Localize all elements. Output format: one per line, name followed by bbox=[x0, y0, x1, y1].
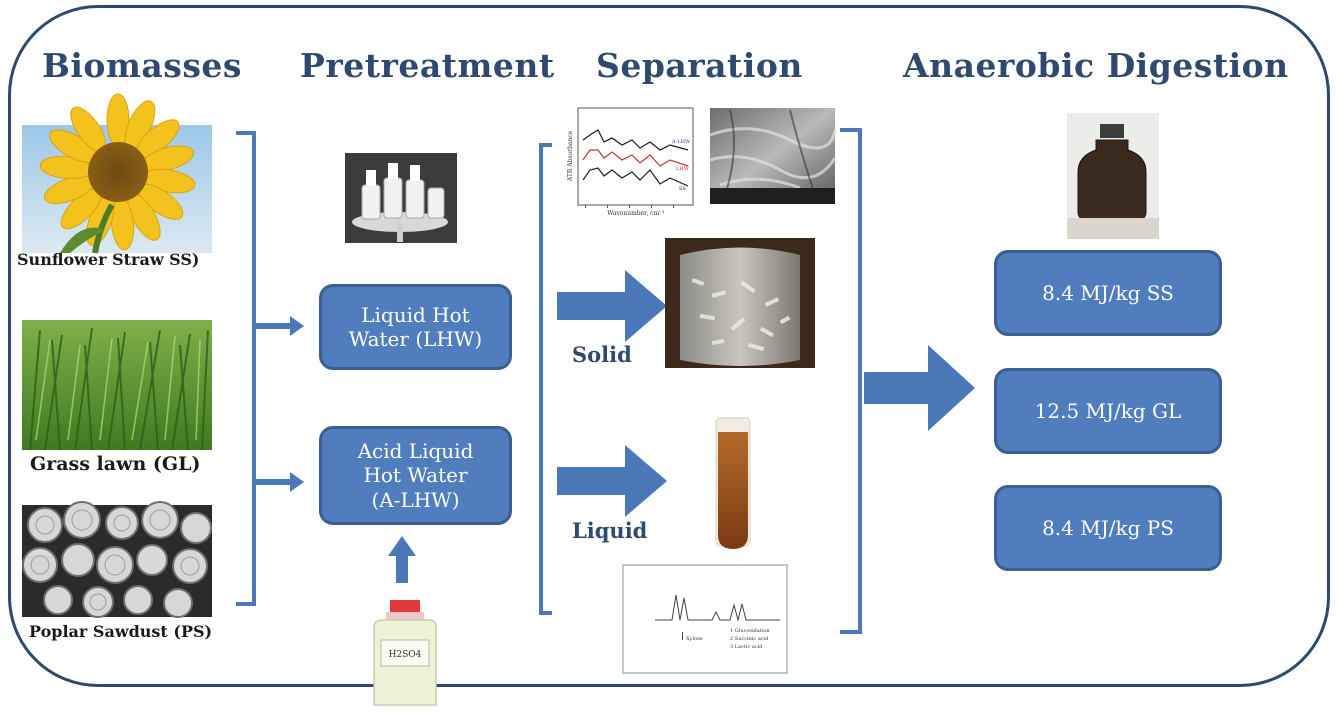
sem-image bbox=[709, 108, 837, 204]
phase-label-liquid: Liquid bbox=[572, 518, 648, 543]
biomass-bracket bbox=[236, 131, 256, 606]
poplar-logs-image bbox=[22, 501, 212, 618]
result-box-ps: 8.4 MJ/kg PS bbox=[994, 485, 1222, 571]
digester-bottle-image bbox=[1067, 113, 1159, 239]
solid-residue-jar-image bbox=[665, 238, 815, 368]
biomass-label-sunflower: Sunflower Straw SS) bbox=[17, 250, 200, 269]
result-box-ss: 8.4 MJ/kg SS bbox=[994, 250, 1222, 336]
result-label-ps: 8.4 MJ/kg PS bbox=[1042, 515, 1174, 540]
hplc-marker-label: Xylose bbox=[686, 636, 703, 642]
liquid-tube-image bbox=[715, 417, 751, 549]
arrow-acid-up bbox=[388, 536, 416, 583]
hplc-peak-label: 1 Glucosidation bbox=[730, 628, 770, 634]
arrow-liquid bbox=[557, 445, 667, 517]
reactor-image bbox=[345, 153, 457, 243]
acid-bottle-label: H2SO4 bbox=[389, 650, 422, 660]
ftir-series-label: A-LHW bbox=[671, 139, 691, 145]
ftir-series-label: SS bbox=[679, 186, 686, 192]
arrow-to-lhw bbox=[254, 316, 304, 336]
pretreatment-label-lhw: Liquid Hot Water (LHW) bbox=[348, 302, 483, 351]
arrow-to-alhw bbox=[254, 472, 304, 492]
separation-bracket-right bbox=[840, 128, 862, 634]
phase-label-solid: Solid bbox=[572, 342, 632, 367]
separation-bracket-left bbox=[539, 143, 552, 615]
biomass-label-poplar: Poplar Sawdust (PS) bbox=[29, 622, 213, 641]
heading-pretreatment: Pretreatment bbox=[300, 46, 555, 85]
acid-bottle-image bbox=[373, 600, 437, 706]
sunflower-image bbox=[22, 93, 212, 254]
pretreatment-label-alhw: Acid Liquid Hot Water (A-LHW) bbox=[357, 438, 474, 512]
heading-anaerobic-digestion: Anaerobic Digestion bbox=[903, 46, 1289, 85]
hplc-peak-label: 2 Succinic acid bbox=[730, 636, 769, 642]
arrow-to-digestion bbox=[864, 345, 975, 431]
result-box-gl: 12.5 MJ/kg GL bbox=[994, 368, 1222, 454]
biomass-label-grass: Grass lawn (GL) bbox=[30, 453, 201, 475]
heading-separation: Separation bbox=[596, 46, 803, 85]
result-label-gl: 12.5 MJ/kg GL bbox=[1034, 398, 1182, 423]
ftir-plot bbox=[577, 107, 694, 208]
heading-biomasses: Biomasses bbox=[42, 46, 242, 85]
ftir-yaxis-label: ATR Absorbance bbox=[567, 130, 574, 182]
hplc-plot bbox=[622, 564, 788, 674]
ftir-axis-label: Wavenumber, cm⁻¹ bbox=[607, 210, 665, 217]
ftir-series-label: LHW bbox=[676, 166, 690, 172]
pretreatment-box-lhw: Liquid Hot Water (LHW) bbox=[319, 284, 512, 370]
hplc-peak-label: 3 Lactic acid bbox=[730, 644, 763, 650]
result-label-ss: 8.4 MJ/kg SS bbox=[1042, 280, 1174, 305]
arrow-solid bbox=[557, 270, 667, 342]
grass-image bbox=[22, 320, 212, 451]
outer-frame bbox=[8, 5, 1330, 687]
pretreatment-box-alhw: Acid Liquid Hot Water (A-LHW) bbox=[319, 426, 512, 525]
